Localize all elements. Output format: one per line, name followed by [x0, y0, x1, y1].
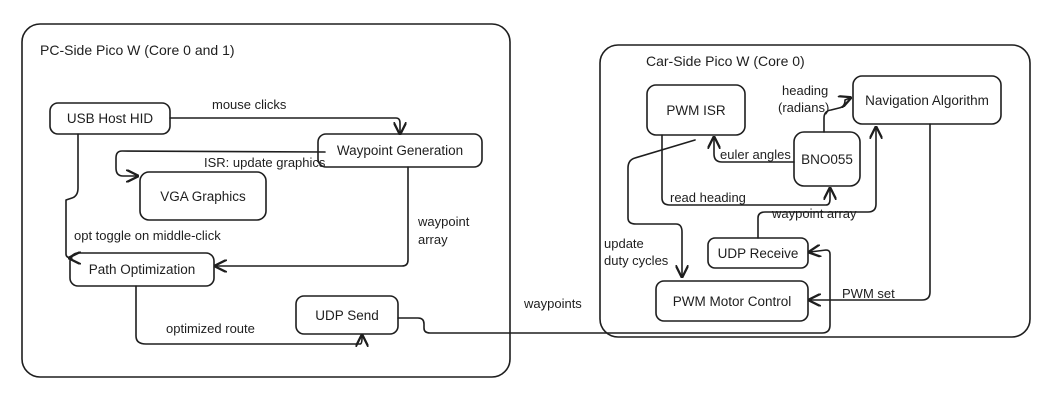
edge-mouse-clicks: [169, 117, 400, 133]
pwm-motor-control-box: [655, 280, 809, 322]
bno055-node: BNO055: [801, 151, 853, 167]
edge-update-duty-cycles: [627, 139, 696, 276]
navigation-algorithm-node: Navigation Algorithm: [865, 92, 989, 108]
edge-label-optimized-route: optimized route: [166, 321, 255, 336]
edge-label-waypoints: waypoints: [524, 296, 582, 311]
pwm-isr-node: PWM ISR: [666, 102, 726, 118]
navigation-algorithm-box: [852, 75, 1002, 125]
vga-graphics-box: [139, 171, 267, 221]
edge-label-heading-1: heading: [782, 83, 829, 98]
edge-isr-update-graphics: [115, 150, 326, 176]
udp-receive-node: UDP Receive: [717, 245, 799, 261]
edge-pwm-set: [810, 123, 931, 300]
edge-label-read-heading: read heading: [670, 190, 746, 205]
usb-host-hid-node: USB Host HID: [66, 111, 154, 126]
edge-waypoints: [397, 250, 831, 334]
edge-label-update-duty-2: duty cycles: [604, 253, 669, 268]
edge-label-update-duty-1: update: [604, 236, 644, 251]
edge-opt-toggle: [65, 133, 78, 258]
udp-send-box: [295, 295, 399, 335]
pwm-isr-box: [646, 84, 746, 136]
path-optimization-box: [69, 252, 215, 287]
edge-euler-angles: [714, 138, 795, 163]
udp-send-node: UDP Send: [315, 307, 379, 323]
edge-label-waypoint-array-pc-1: waypoint: [418, 214, 470, 229]
vga-graphics-node: VGA Graphics: [160, 188, 246, 204]
bno055-box: [793, 131, 861, 187]
edge-label-waypoint-array-car: waypoint array: [772, 206, 857, 221]
path-optimization-node: Path Optimization: [88, 262, 196, 277]
waypoint-generation-node: Waypoint Generation: [336, 143, 464, 158]
pwm-motor-control-node: PWM Motor Control: [672, 293, 792, 309]
edge-label-pwm-set: PWM set: [842, 286, 895, 301]
edge-waypoint-array-pc: [216, 166, 409, 266]
pc-side-group-title: PC-Side Pico W (Core 0 and 1): [40, 42, 235, 58]
edge-waypoint-array-car: [757, 128, 876, 239]
edge-heading: [823, 98, 850, 133]
edge-label-opt-toggle: opt toggle on middle-click: [74, 228, 221, 243]
edge-label-waypoint-array-pc-2: array: [418, 232, 448, 247]
edge-label-euler-angles: euler angles: [720, 147, 791, 162]
edge-optimized-route: [135, 285, 362, 344]
car-side-group-title: Car-Side Pico W (Core 0): [646, 53, 805, 69]
edge-label-heading-2: (radians): [778, 100, 830, 115]
edge-label-isr-update-graphics: ISR: update graphics: [204, 155, 326, 170]
edge-label-mouse-clicks: mouse clicks: [212, 97, 287, 112]
edge-read-heading: [661, 134, 830, 206]
